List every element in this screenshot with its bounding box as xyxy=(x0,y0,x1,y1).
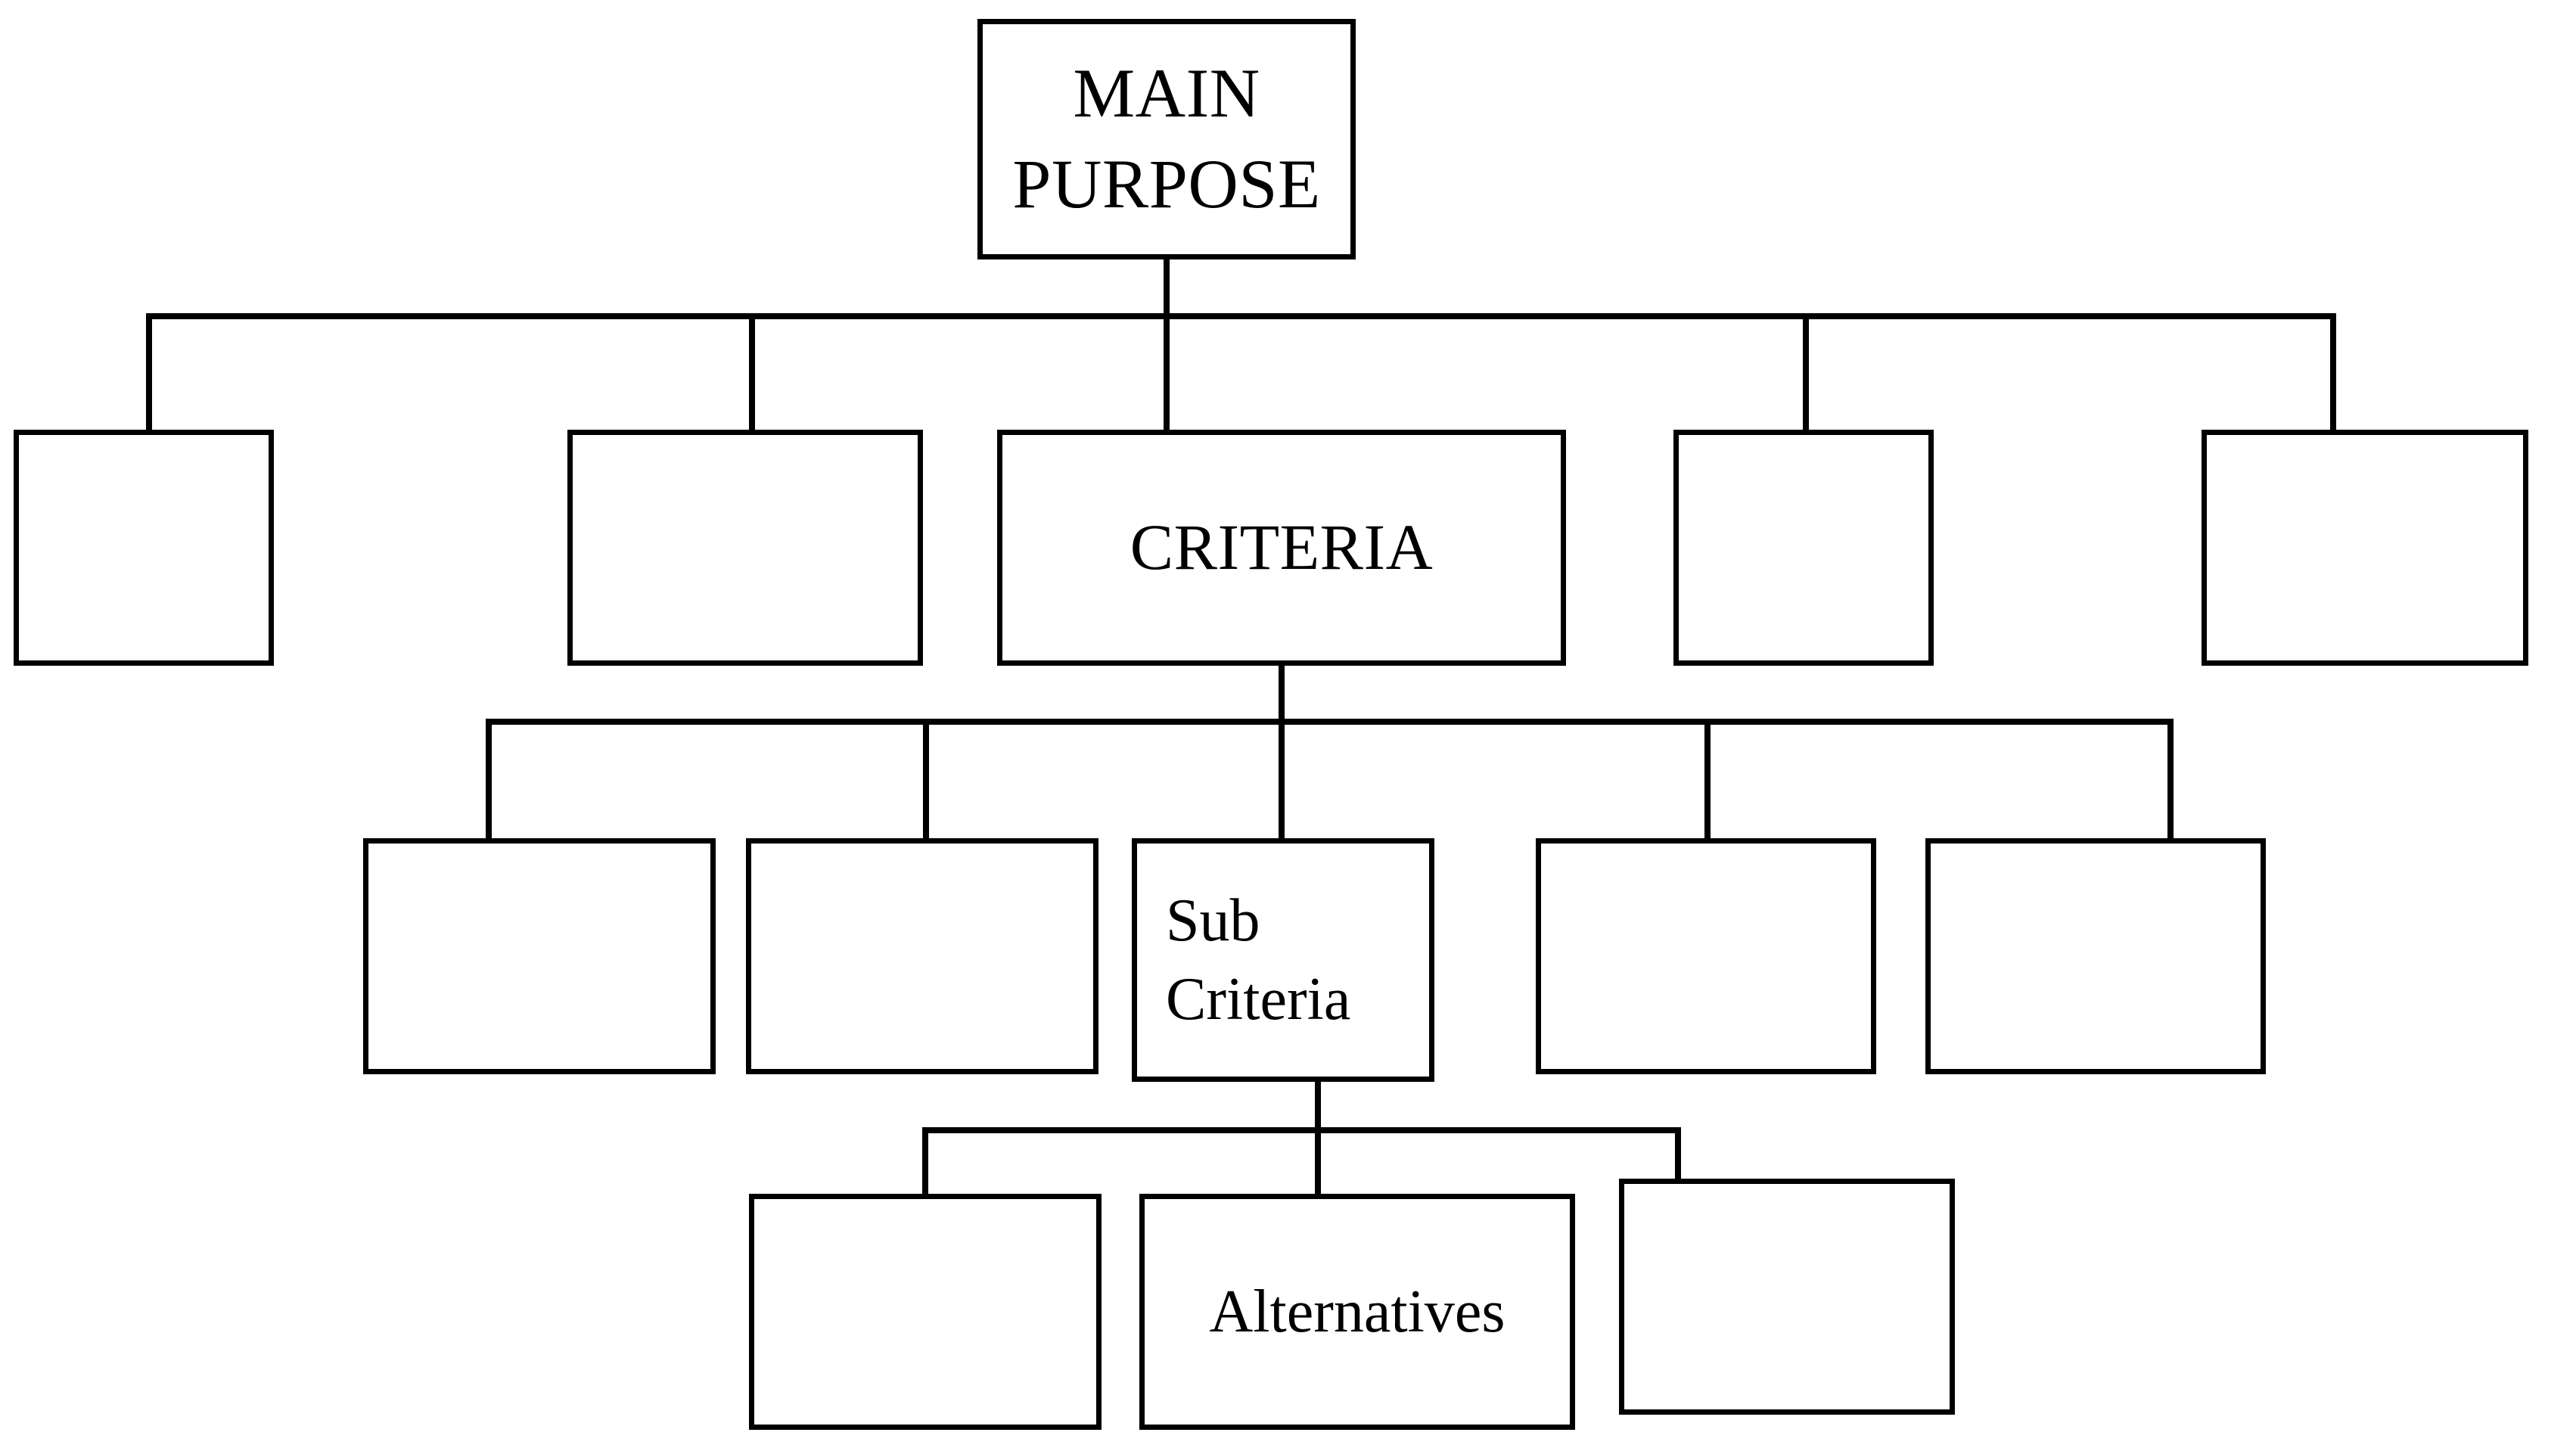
connector-criteria-1 xyxy=(146,313,152,433)
connector-criteria-stem xyxy=(1279,664,1285,723)
node-subcriteria-3[interactable]: Sub Criteria xyxy=(1132,838,1434,1082)
connector-criteria-4 xyxy=(1803,313,1809,433)
node-subcriteria-3-label: Sub Criteria xyxy=(1166,887,1351,1033)
node-subcriteria-5[interactable] xyxy=(1925,838,2266,1074)
node-criteria-4[interactable] xyxy=(1673,430,1934,666)
connector-criteria-bus xyxy=(148,313,2336,319)
node-alternative-2-label: Alternatives xyxy=(1209,1279,1506,1345)
node-criteria-3[interactable]: CRITERIA xyxy=(997,430,1566,666)
connector-alternative-1 xyxy=(922,1127,928,1197)
node-alternative-2[interactable]: Alternatives xyxy=(1139,1194,1575,1430)
connector-subcriteria-stem xyxy=(1315,1082,1321,1132)
connector-subcriteria-1 xyxy=(486,719,492,841)
connector-criteria-3 xyxy=(1164,313,1170,433)
node-alternative-1[interactable] xyxy=(749,1194,1102,1430)
node-criteria-3-label: CRITERIA xyxy=(1130,511,1434,584)
connector-alternative-3 xyxy=(1675,1127,1681,1182)
connector-criteria-5 xyxy=(2330,313,2336,433)
connector-subcriteria-bus xyxy=(488,719,2174,725)
node-main-purpose-label: MAIN PURPOSE xyxy=(1012,54,1321,222)
connector-alternatives-bus xyxy=(924,1127,1681,1133)
node-subcriteria-4[interactable] xyxy=(1536,838,1876,1074)
connector-subcriteria-3 xyxy=(1279,719,1285,841)
connector-subcriteria-4 xyxy=(1704,719,1711,841)
node-main-purpose[interactable]: MAIN PURPOSE xyxy=(977,19,1356,259)
node-criteria-2[interactable] xyxy=(567,430,923,666)
connector-alternative-2 xyxy=(1315,1127,1321,1197)
node-criteria-5[interactable] xyxy=(2202,430,2528,666)
connector-goal-stem xyxy=(1164,257,1170,318)
node-criteria-1[interactable] xyxy=(14,430,274,666)
node-subcriteria-1[interactable] xyxy=(363,838,716,1074)
connector-criteria-2 xyxy=(749,313,755,433)
node-subcriteria-2[interactable] xyxy=(746,838,1098,1074)
connector-subcriteria-2 xyxy=(923,719,929,841)
node-alternative-3[interactable] xyxy=(1619,1179,1955,1415)
connector-subcriteria-5 xyxy=(2167,719,2174,841)
